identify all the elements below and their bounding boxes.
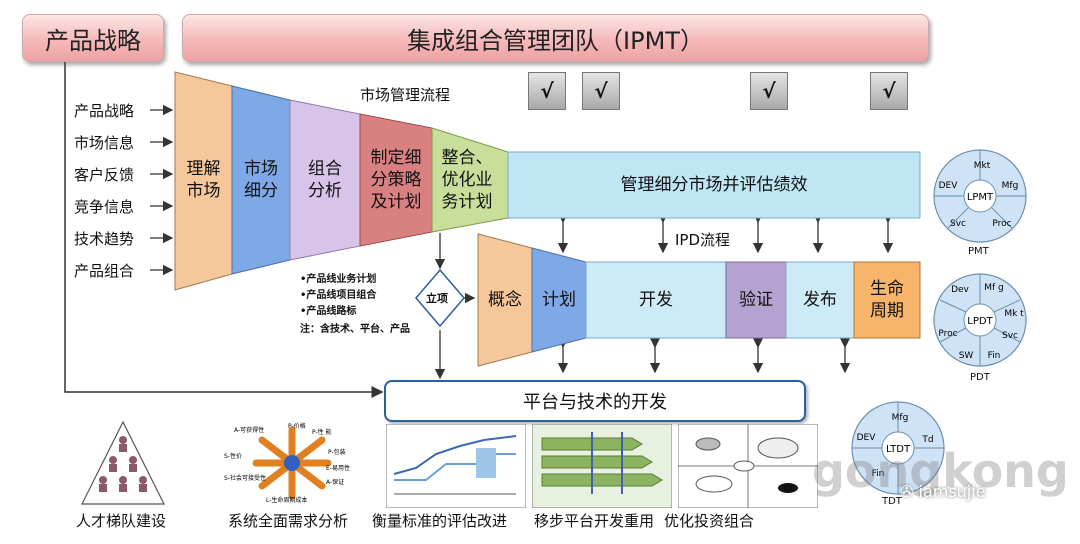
strategy-to-platform-line [64, 62, 384, 398]
ipd-process-label: IPD流程 [675, 231, 731, 249]
caption-portfolio: 优化投资组合 [664, 512, 755, 530]
svg-text:Fin: Fin [872, 469, 885, 479]
ipmt-header: 集成组合管理团队（IPMT） [182, 14, 929, 62]
svg-text:Mfg: Mfg [1002, 181, 1019, 191]
input-market-info: 市场信息 [74, 134, 135, 152]
check-mark-3: √ [750, 72, 788, 110]
svg-text:Mk t: Mk t [1004, 309, 1024, 319]
svg-text:P-性 能: P-性 能 [312, 428, 332, 436]
caption-evaluation: 衡量标准的评估改进 [372, 512, 508, 530]
ipd-launch-shape [785, 261, 855, 339]
ipd-stage-launch: 发布 [803, 289, 837, 310]
svg-text:A-可获得性: A-可获得性 [234, 426, 264, 434]
svg-text:Mfg: Mfg [892, 413, 909, 423]
product-strategy-header: 产品战略 [22, 14, 164, 62]
evaluation-chart-icon [386, 424, 526, 508]
check-mark-1: √ [528, 72, 566, 110]
ipd-stage-concept: 概念 [488, 289, 522, 310]
svg-text:P-价格: P-价格 [288, 422, 306, 430]
input-customer-feedback: 客户反馈 [74, 166, 135, 184]
input-product-portfolio: 产品组合 [74, 262, 135, 280]
requirement-star-icon: P-价格 P-性 能 A-可获得性 P-包装 S-性价 E-易用性 A-保证 S… [224, 422, 350, 504]
stage-understand-market: 理解市场 [186, 158, 221, 201]
decision-diamond [415, 268, 465, 328]
platform-tech-label: 平台与技术的开发 [523, 392, 667, 413]
pmt-team-circle: LPMT Mkt Mfg Proc Svc DEV [933, 149, 1027, 243]
svg-text:DEV: DEV [939, 181, 959, 191]
double-arrows [557, 212, 894, 374]
stage-integrate-optimize: 整合、优化业务计划 [441, 147, 493, 213]
caption-requirements: 系统全面需求分析 [228, 512, 349, 530]
pdt-team-circle: LPDT Mf g Mk t Svc Fin SW Proc Dev [933, 273, 1027, 367]
ipd-lifecycle-shape [853, 261, 921, 339]
tdt-team-circle: LTDT Mfg Td Fin DEV [851, 401, 945, 495]
input-arrows [150, 104, 174, 276]
svg-text:Svc: Svc [1002, 331, 1018, 341]
svg-text:Td: Td [921, 435, 933, 445]
portfolio-matrix-icon [678, 424, 818, 508]
pmt-center: LPMT [967, 192, 994, 203]
input-technology-trends: 技术趋势 [74, 230, 135, 248]
platform-tech-box: 平台与技术的开发 [384, 380, 806, 422]
svg-text:SW: SW [959, 351, 974, 361]
pdt-caption: PDT [970, 372, 990, 383]
note-roadmap: •产品线路标 [300, 306, 357, 317]
watermark-handle-text: iamsujie [918, 482, 986, 501]
ipmt-title: 集成组合管理团队（IPMT） [407, 26, 704, 55]
svg-text:S-性价: S-性价 [224, 452, 242, 460]
svg-text:Dev: Dev [951, 285, 969, 295]
input-product-strategy: 产品战略 [74, 102, 135, 120]
product-strategy-title: 产品战略 [45, 26, 141, 55]
stage-strategy-plan: 制定细分策略及计划 [370, 147, 422, 213]
svg-text:Mkt: Mkt [974, 161, 991, 171]
stage-portfolio-analysis: 组合分析 [308, 158, 342, 201]
svg-text:LPDT: LPDT [967, 316, 993, 327]
check-mark-4: √ [870, 72, 908, 110]
watermark-handle: ✇ iamsujie [900, 482, 986, 501]
check-mark-2: √ [582, 72, 620, 110]
caption-talent: 人才梯队建设 [76, 512, 167, 530]
svg-text:S-社会可接受性: S-社会可接受性 [224, 474, 266, 482]
management-bar-label: 管理细分市场并评估绩效 [620, 174, 808, 195]
watermark-brand: gongkong [812, 444, 1069, 498]
ipd-stage-plan: 计划 [542, 289, 576, 310]
talent-pyramid-icon [81, 420, 165, 505]
stage-market-segmentation: 市场细分 [244, 158, 278, 201]
svg-text:P-包装: P-包装 [328, 448, 346, 456]
pmt-caption: PMT [968, 246, 989, 257]
decision-label: 立项 [426, 292, 448, 305]
svg-text:Proc: Proc [992, 219, 1011, 229]
ipd-stage-develop: 开发 [639, 289, 673, 310]
ipd-stage-verify: 验证 [739, 289, 773, 310]
ipd-stage-lifecycle: 生命周期 [870, 278, 904, 321]
input-competitive-info: 竞争信息 [74, 198, 135, 216]
caption-platform-reuse: 移步平台开发重用 [534, 512, 655, 530]
svg-text:LTDT: LTDT [886, 444, 911, 455]
tdt-caption: TDT [882, 496, 902, 507]
management-bar-shape [507, 151, 921, 219]
note-business-plan: •产品线业务计划 [300, 274, 377, 285]
svg-text:Fin: Fin [988, 351, 1001, 361]
svg-text:DEV: DEV [857, 433, 877, 443]
svg-text:L-生命周期成本: L-生命周期成本 [266, 496, 307, 504]
ipd-develop-shape [585, 261, 727, 339]
platform-reuse-icon [532, 424, 672, 508]
wechat-icon: ✇ [900, 482, 914, 501]
note-project-portfolio: •产品线项目组合 [300, 290, 377, 301]
svg-text:E-易用性: E-易用性 [326, 464, 350, 472]
svg-text:Mf g: Mf g [984, 283, 1004, 293]
svg-text:Svc: Svc [950, 219, 966, 229]
note-scope: 注：含技术、平台、产品 [300, 324, 410, 335]
market-process-label: 市场管理流程 [360, 86, 451, 104]
svg-text:Proc: Proc [938, 329, 957, 339]
svg-text:A-保证: A-保证 [326, 478, 344, 486]
